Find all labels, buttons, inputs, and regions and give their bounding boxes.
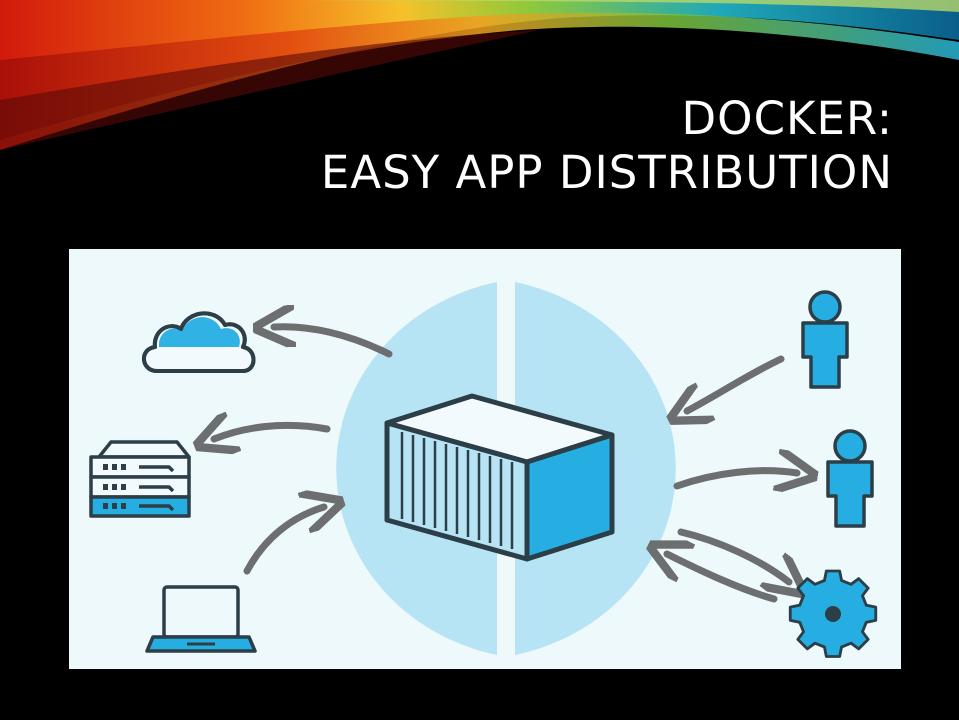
title-line-1: DOCKER: bbox=[681, 92, 893, 145]
arrow-from-laptop bbox=[243, 507, 324, 575]
arrow-to-cloud bbox=[274, 327, 393, 358]
arrow-from-person-1 bbox=[687, 355, 785, 411]
diagram-canvas bbox=[89, 282, 878, 658]
title-line-2: EASY APP DISTRIBUTION bbox=[320, 146, 893, 199]
cloud-icon bbox=[142, 311, 256, 373]
person-icon bbox=[801, 290, 849, 389]
distribution-diagram bbox=[69, 249, 901, 669]
slide-title: DOCKER: EASY APP DISTRIBUTION bbox=[321, 92, 893, 200]
server-rack-icon bbox=[89, 440, 191, 518]
person-icon bbox=[826, 429, 874, 528]
arrow-from-gear bbox=[667, 554, 778, 603]
gear-icon bbox=[788, 569, 878, 658]
shipping-container-icon bbox=[384, 393, 615, 562]
arrow-to-server bbox=[214, 425, 331, 439]
arrow-to-person-2 bbox=[673, 471, 797, 486]
arrow-to-gear bbox=[677, 528, 789, 582]
laptop-icon bbox=[145, 585, 257, 653]
decorative-swoosh bbox=[0, 0, 959, 150]
